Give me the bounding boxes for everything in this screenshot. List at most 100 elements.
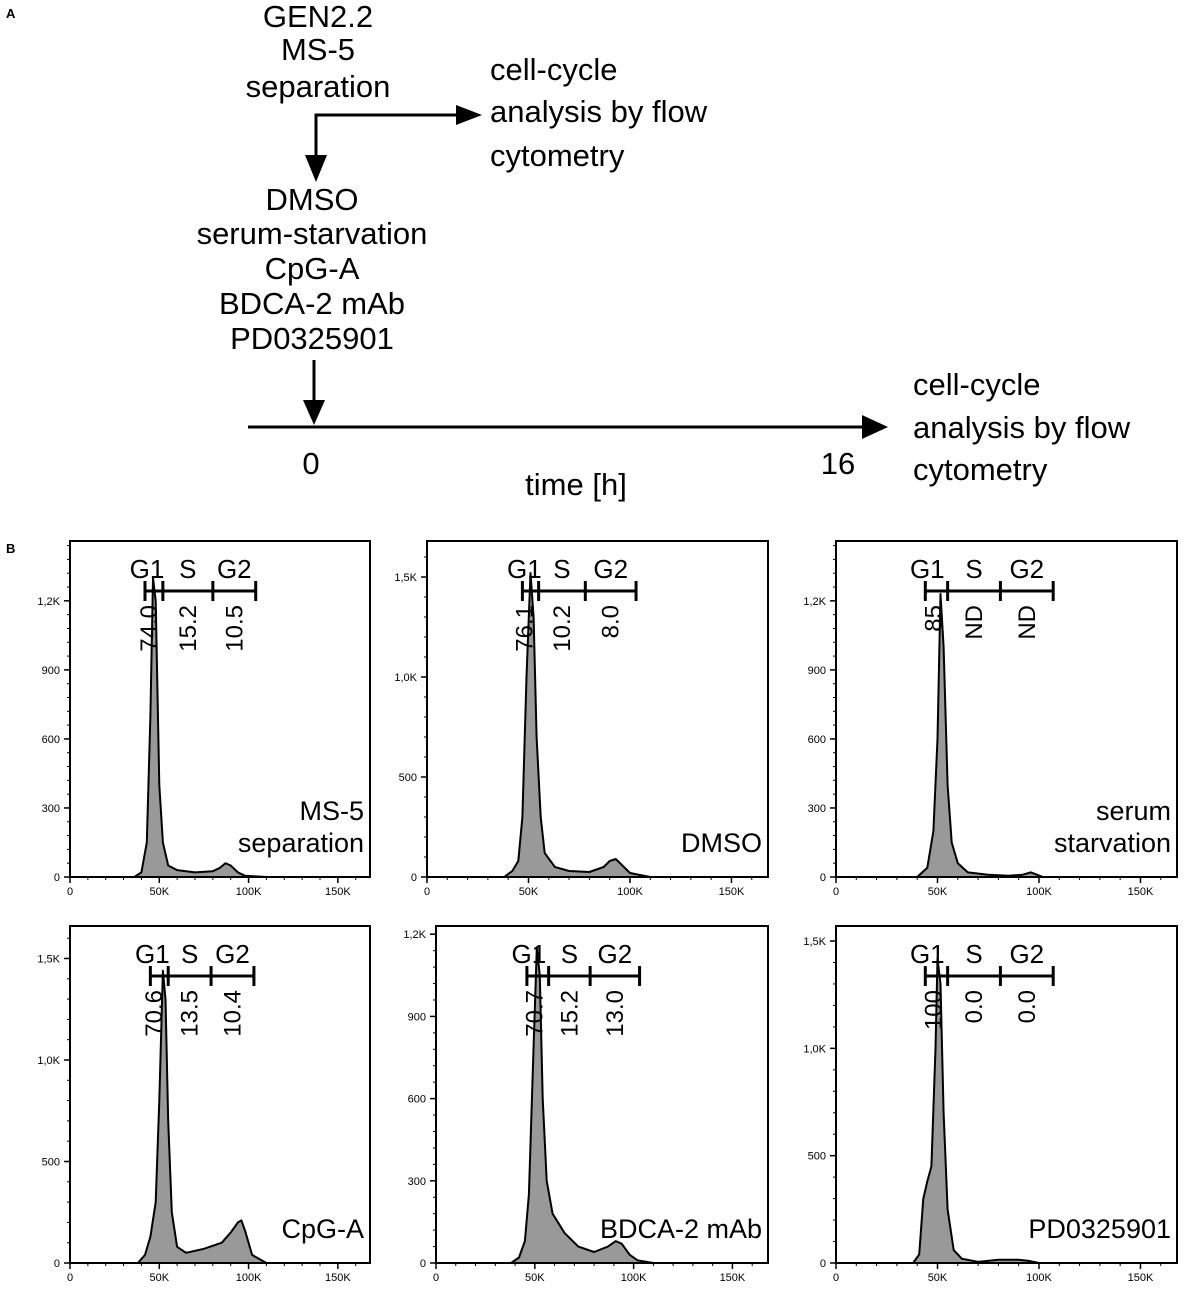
analysis-top-line-2: analysis by flow <box>490 94 708 129</box>
condition-label-line-1: MS-5 <box>299 796 364 826</box>
gate-label-g1: G1 <box>910 939 945 969</box>
histogram-area <box>435 946 769 1264</box>
time-axis-arrow-head <box>862 415 888 439</box>
x-tick-label: 50K <box>928 1272 948 1284</box>
condition-label-line-1: CpG-A <box>281 1214 364 1244</box>
analysis-bottom-line-1: cell-cycle <box>913 367 1040 402</box>
x-tick-label: 150K <box>325 886 351 898</box>
y-tick-label: 1,5K <box>37 953 60 965</box>
y-tick-label: 1,5K <box>394 572 417 584</box>
treatment-line-3: CpG-A <box>265 251 360 286</box>
gate-label-g1: G1 <box>135 939 170 969</box>
gate-percentage-2: ND <box>961 605 988 640</box>
histogram-area <box>835 592 1178 878</box>
treatment-line-1: DMSO <box>266 182 359 217</box>
x-tick-label: 0 <box>67 886 73 898</box>
y-tick-label: 0 <box>54 872 60 884</box>
histogram-area <box>69 576 371 878</box>
x-tick-label: 50K <box>928 886 948 898</box>
y-tick-label: 0 <box>820 872 826 884</box>
gate-percentage-2: 15.2 <box>556 990 583 1037</box>
gate-label-s: S <box>553 554 570 584</box>
gate-percentage-3: 8.0 <box>598 605 625 638</box>
gate-percentage-2: 13.5 <box>177 990 204 1037</box>
gate-label-s: S <box>181 939 198 969</box>
gate-percentage-3: 0.0 <box>1014 990 1041 1023</box>
gate-percentage-1: 74.0 <box>136 605 163 652</box>
y-tick-label: 1,0K <box>394 672 417 684</box>
down-arrow-head-bottom <box>303 400 325 425</box>
gate-percentage-1: 85 <box>921 605 948 632</box>
plot-frame <box>835 540 1178 878</box>
gate-label-g1: G1 <box>512 939 547 969</box>
y-tick-label: 0 <box>420 1258 426 1270</box>
x-tick-label: 50K <box>149 1272 169 1284</box>
gate-percentage-3: 10.5 <box>221 605 248 652</box>
panel-a-schema: A GEN2.2 MS-5 separation cell-cycle anal… <box>6 0 1131 502</box>
treatment-line-4: BDCA-2 mAb <box>219 286 405 321</box>
condition-label-line-1: serum <box>1096 796 1171 826</box>
plot-frame <box>835 925 1178 1264</box>
gate-percentage-1: 76.1 <box>512 605 539 652</box>
y-tick-label: 300 <box>808 803 826 815</box>
gate-percentage-1: 70.7 <box>522 990 549 1037</box>
gate-label-g1: G1 <box>507 554 542 584</box>
y-tick-label: 0 <box>820 1258 826 1270</box>
gate-label-g2: G2 <box>215 939 250 969</box>
x-tick-label: 150K <box>719 886 745 898</box>
x-tick-label: 0 <box>424 886 430 898</box>
cells-line-3: separation <box>246 69 391 104</box>
y-tick-label: 600 <box>42 734 60 746</box>
gate-percentage-3: ND <box>1014 605 1041 640</box>
y-tick-label: 1,0K <box>803 1043 826 1055</box>
gate-label-g2: G2 <box>598 939 633 969</box>
cells-line-1: GEN2.2 <box>263 0 373 34</box>
histogram-area <box>69 969 371 1264</box>
gate-label-g1: G1 <box>910 554 945 584</box>
y-tick-label: 1,2K <box>37 596 60 608</box>
gate-percentage-1: 70.6 <box>141 990 168 1037</box>
x-tick-label: 50K <box>519 886 539 898</box>
x-tick-label: 50K <box>525 1272 545 1284</box>
panel-b-letter: B <box>6 541 15 556</box>
x-tick-label: 150K <box>1128 886 1154 898</box>
y-tick-label: 0 <box>54 1258 60 1270</box>
y-tick-label: 0 <box>411 872 417 884</box>
histogram-area <box>426 572 769 878</box>
y-tick-label: 1,5K <box>803 936 826 948</box>
analysis-top-line-1: cell-cycle <box>490 52 617 87</box>
gate-label-s: S <box>965 939 982 969</box>
plot-frame <box>426 540 769 878</box>
analysis-bottom-line-2: analysis by flow <box>913 410 1131 445</box>
branch-arrow-line <box>314 113 470 158</box>
y-tick-label: 900 <box>42 665 60 677</box>
plot-frame <box>69 540 371 878</box>
gate-percentage-2: 10.2 <box>549 605 576 652</box>
time-axis-label: time [h] <box>525 467 627 502</box>
y-tick-label: 300 <box>42 803 60 815</box>
gate-label-g2: G2 <box>1009 554 1044 584</box>
panel-a-letter: A <box>6 6 16 21</box>
x-tick-label: 0 <box>67 1272 73 1284</box>
gate-percentage-1: 100 <box>921 990 948 1030</box>
gate-percentage-2: 0.0 <box>961 990 988 1023</box>
y-tick-label: 1,2K <box>403 929 426 941</box>
condition-label-line-2: starvation <box>1054 828 1171 858</box>
x-tick-label: 150K <box>1128 1272 1154 1284</box>
gate-label-s: S <box>561 939 578 969</box>
gate-label-s: S <box>965 554 982 584</box>
y-tick-label: 500 <box>399 772 417 784</box>
condition-label-line-2: separation <box>238 828 364 858</box>
x-tick-label: 100K <box>621 1272 647 1284</box>
time-end-label: 16 <box>821 446 855 481</box>
gate-percentage-3: 13.0 <box>602 990 629 1037</box>
right-arrow-head-top <box>456 105 482 125</box>
y-tick-label: 1,0K <box>37 1055 60 1067</box>
condition-label-line-1: PD0325901 <box>1028 1214 1171 1244</box>
